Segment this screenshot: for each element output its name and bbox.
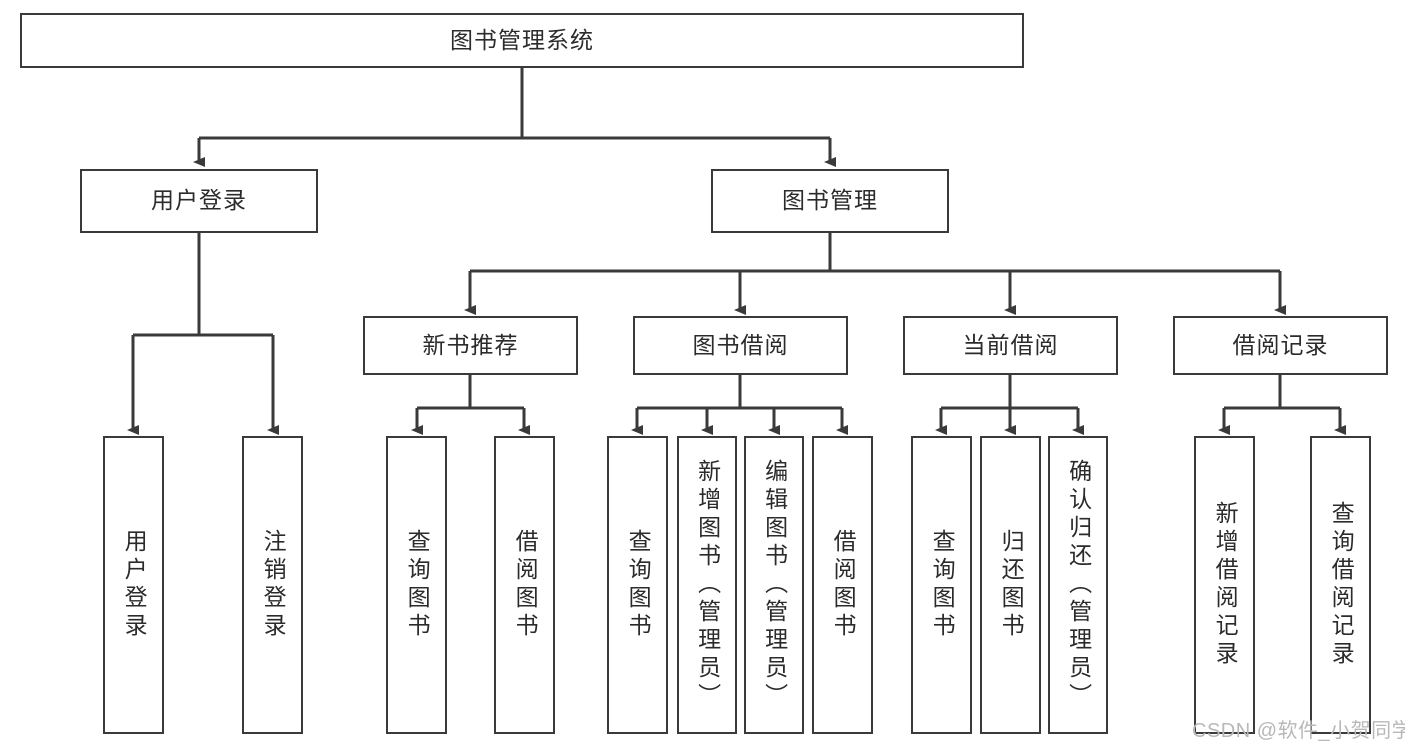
node-leaf-query-book-2[interactable]: 查询图书 [607,436,668,734]
node-book-management[interactable]: 图书管理 [711,169,949,233]
node-leaf-user-login[interactable]: 用户登录 [103,436,164,734]
node-leaf-return-book[interactable]: 归还图书 [980,436,1041,734]
node-leaf-add-record[interactable]: 新增借阅记录 [1194,436,1255,734]
node-leaf-borrow-book-1[interactable]: 借阅图书 [494,436,555,734]
node-book-borrow[interactable]: 图书借阅 [633,316,848,375]
node-leaf-query-book-3[interactable]: 查询图书 [911,436,972,734]
node-leaf-borrow-book-2[interactable]: 借阅图书 [812,436,873,734]
node-current-borrow[interactable]: 当前借阅 [903,316,1118,375]
node-borrow-record[interactable]: 借阅记录 [1173,316,1388,375]
node-root[interactable]: 图书管理系统 [20,13,1024,68]
node-leaf-logout-login[interactable]: 注销登录 [242,436,303,734]
node-leaf-query-record[interactable]: 查询借阅记录 [1310,436,1371,734]
node-leaf-confirm-return[interactable]: 确认归还（管理员） [1048,436,1108,734]
node-user-login[interactable]: 用户登录 [80,169,318,233]
node-new-book-recommend[interactable]: 新书推荐 [363,316,578,375]
node-leaf-edit-book[interactable]: 编辑图书（管理员） [744,436,804,734]
node-leaf-add-book[interactable]: 新增图书（管理员） [677,436,737,734]
node-leaf-query-book-1[interactable]: 查询图书 [386,436,447,734]
